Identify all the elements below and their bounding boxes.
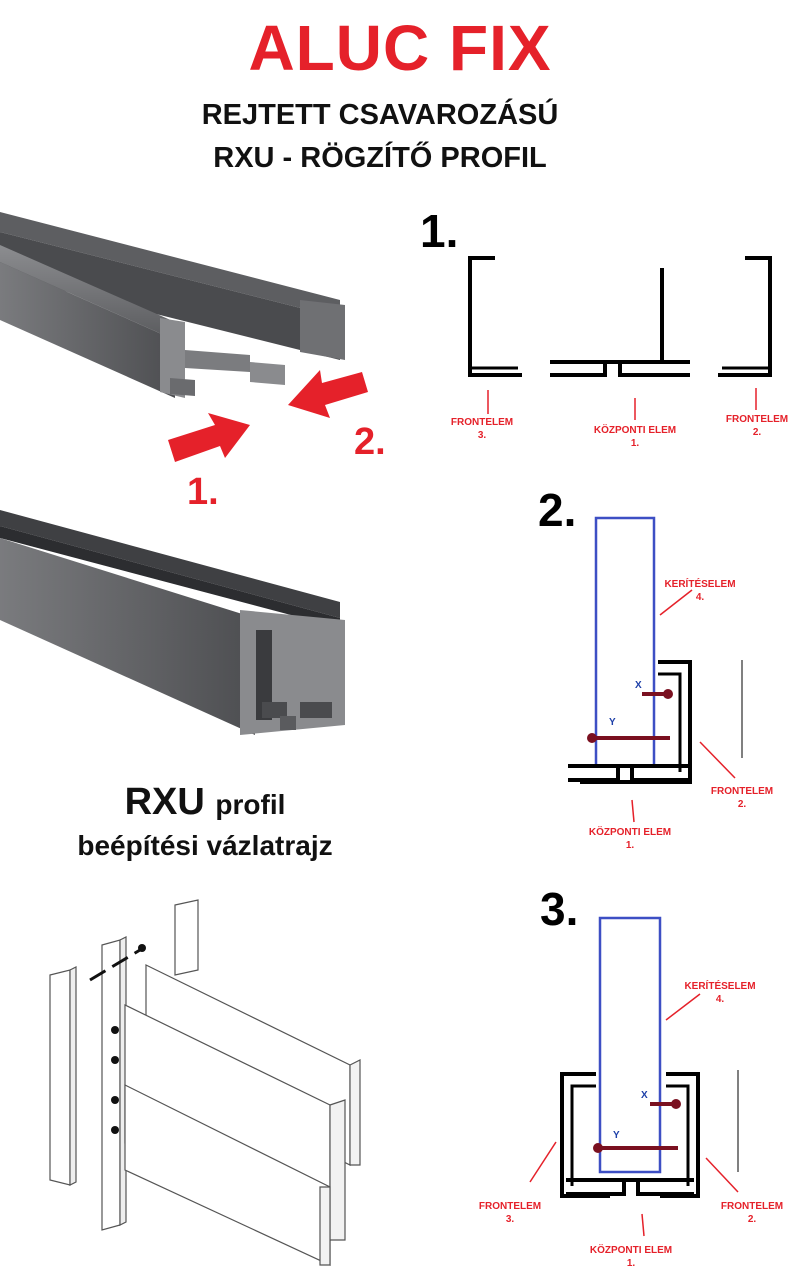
- diagram-3-x-label: X: [641, 1090, 648, 1101]
- diagram-2-x-label: X: [635, 680, 642, 691]
- caption-line-2: beépítési vázlatrajz: [77, 830, 333, 861]
- arrow-1-label: 1.: [187, 471, 219, 513]
- diagram-1-step: 1.: [420, 205, 459, 257]
- diagram-1-cross-section: [468, 256, 772, 377]
- profile-photo-exploded: [0, 212, 368, 462]
- installation-sketch: [49, 899, 361, 1266]
- screw-hole-4: [111, 1126, 119, 1134]
- screw-hole-3: [111, 1096, 119, 1104]
- brand-title: ALUC FIX: [248, 12, 552, 84]
- diagram-3-y-label: Y: [613, 1130, 620, 1141]
- subtitle-line-1: REJTETT CSAVAROZÁSÚ: [201, 99, 559, 131]
- caption-line-1: RXU profil: [60, 780, 350, 827]
- screw-hole-2: [111, 1056, 119, 1064]
- diagram-3-step: 3.: [540, 883, 579, 935]
- arrow-2-label: 2.: [354, 421, 386, 463]
- screw-hole-1: [111, 1026, 119, 1034]
- arrow-1-icon: [168, 413, 250, 462]
- arrow-2-icon: [288, 370, 368, 418]
- diagram-2-cross-section: [568, 516, 743, 823]
- diagram-2-step: 2.: [538, 484, 577, 536]
- diagram-2-y-label: Y: [609, 717, 616, 728]
- caption-profil: profil: [215, 789, 286, 820]
- subtitle-line-2: RXU - RÖGZÍTŐ PROFIL: [213, 142, 547, 174]
- caption-rxu: RXU: [124, 781, 205, 823]
- profile-photo-assembled: [0, 510, 345, 735]
- diagram-3-cross-section: [529, 916, 739, 1237]
